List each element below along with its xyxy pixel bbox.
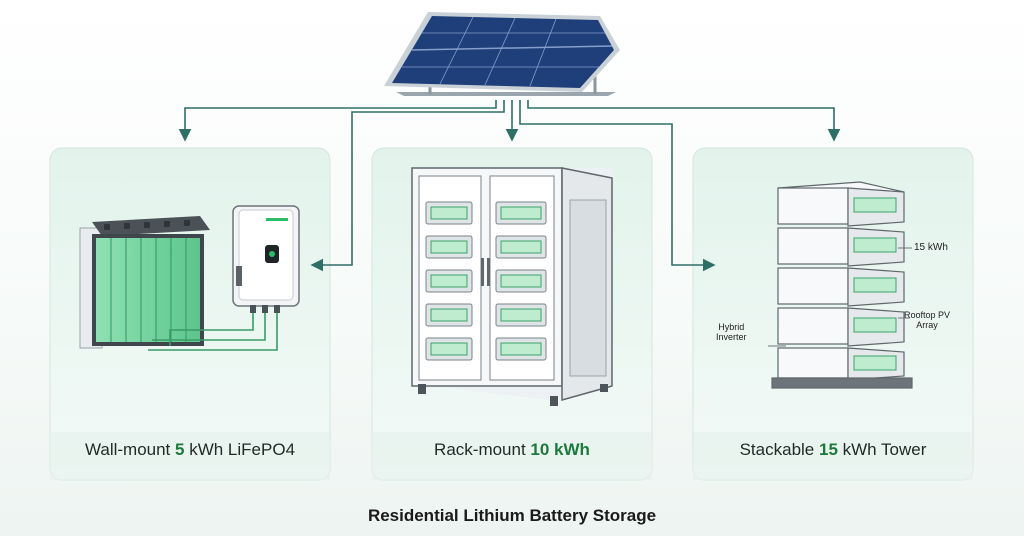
caption-rack-mount: Rack-mount 10 kWh [434, 440, 590, 459]
caption-wall-mount: Wall-mount 5 kWh LiFePO4 [84, 440, 296, 459]
stacked-battery-icon [768, 181, 913, 389]
page-title: Residential Lithium Battery Storage [367, 506, 657, 525]
inverter-icon [232, 205, 300, 313]
caption-stackable-tower: Stackable 15 kWh Tower [739, 440, 927, 459]
wiring-lines [148, 313, 278, 351]
rack-cabinet-icon [411, 167, 613, 406]
wall-battery-icon [79, 216, 210, 349]
connector-lines [178, 100, 841, 272]
solar-panel-icon [384, 12, 620, 96]
callout-capacity: 15 kWh [914, 242, 948, 253]
